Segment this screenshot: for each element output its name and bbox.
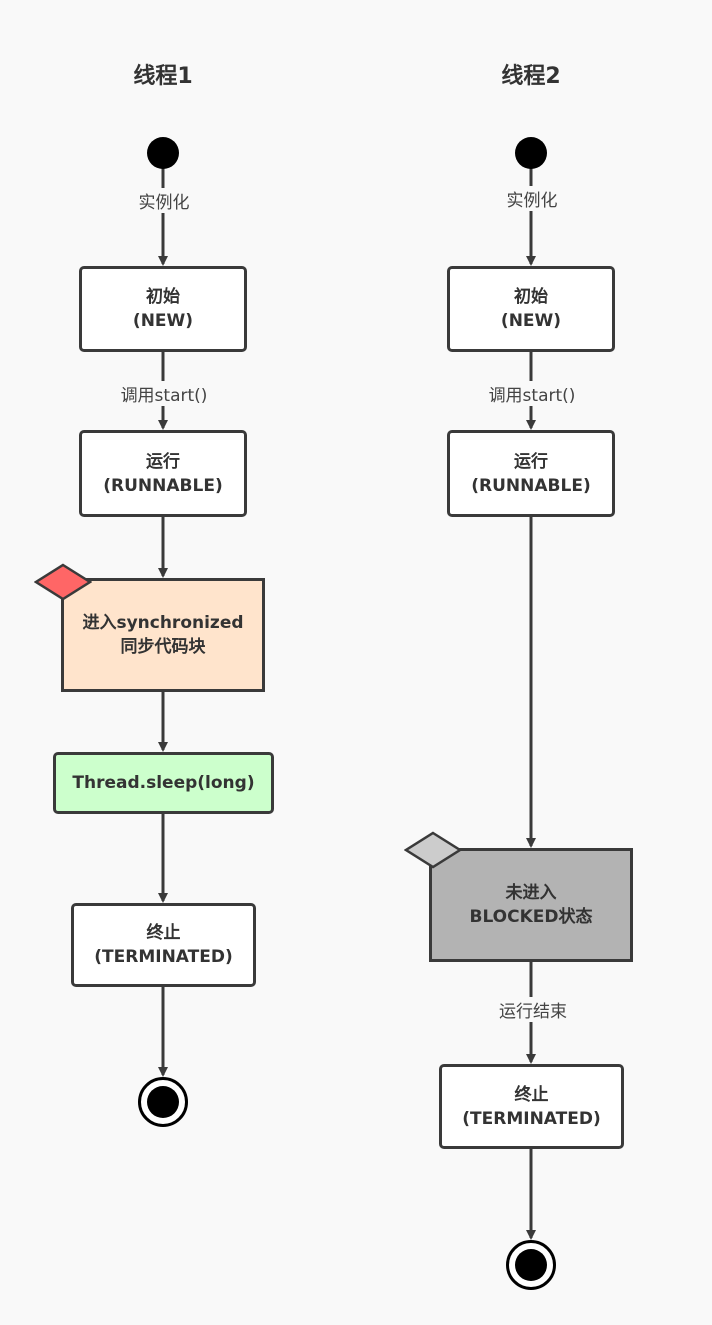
edge-label-instantiate: 实例化 bbox=[123, 188, 205, 213]
end-node-icon bbox=[138, 1077, 188, 1127]
edge-label-call-start: 调用start() bbox=[476, 381, 588, 406]
state-runnable-sublabel: (RUNNABLE) bbox=[103, 475, 223, 496]
column-title-thread1: 线程1 bbox=[133, 64, 193, 89]
state-runnable: 运行 (RUNNABLE) bbox=[79, 430, 247, 517]
state-terminated-label: 终止 bbox=[146, 923, 181, 943]
blocked-node: 未进入 BLOCKED状态 bbox=[429, 848, 633, 962]
blocked-label: 未进入 bbox=[505, 883, 557, 903]
state-new-label: 初始 bbox=[514, 287, 548, 307]
sleep-label: Thread.sleep(long) bbox=[72, 773, 255, 793]
state-terminated: 终止 (TERMINATED) bbox=[71, 903, 256, 987]
sync-block-sublabel: 同步代码块 bbox=[120, 637, 206, 657]
state-runnable-label: 运行 bbox=[514, 451, 548, 472]
column-title-thread2: 线程2 bbox=[501, 64, 561, 89]
state-new-sublabel: (NEW) bbox=[500, 311, 562, 331]
sync-block-node: 进入synchronized 同步代码块 bbox=[61, 578, 265, 692]
state-terminated: 终止 (TERMINATED) bbox=[439, 1064, 624, 1149]
sleep-node: Thread.sleep(long) bbox=[53, 752, 274, 814]
start-node-icon bbox=[515, 137, 547, 169]
edge-label-call-start: 调用start() bbox=[108, 381, 220, 406]
state-new-label: 初始 bbox=[146, 287, 180, 307]
blocked-marker-icon bbox=[404, 831, 462, 869]
state-new: 初始 (NEW) bbox=[79, 266, 247, 352]
sync-block-label: 进入synchronized bbox=[82, 613, 244, 633]
edge-label-instantiate: 实例化 bbox=[491, 186, 573, 211]
state-terminated-label: 终止 bbox=[514, 1084, 549, 1105]
state-new-sublabel: (NEW) bbox=[132, 311, 194, 331]
state-runnable-label: 运行 bbox=[146, 451, 180, 472]
end-node-icon bbox=[506, 1240, 556, 1290]
state-terminated-sublabel: (TERMINATED) bbox=[94, 947, 233, 967]
edge-label-run-end: 运行结束 bbox=[483, 997, 583, 1022]
state-new: 初始 (NEW) bbox=[447, 266, 615, 352]
state-runnable-sublabel: (RUNNABLE) bbox=[471, 475, 591, 496]
state-terminated-sublabel: (TERMINATED) bbox=[462, 1108, 601, 1129]
state-runnable: 运行 (RUNNABLE) bbox=[447, 430, 615, 517]
start-node-icon bbox=[147, 137, 179, 169]
sync-marker-icon bbox=[34, 563, 92, 601]
blocked-sublabel: BLOCKED状态 bbox=[469, 907, 593, 927]
